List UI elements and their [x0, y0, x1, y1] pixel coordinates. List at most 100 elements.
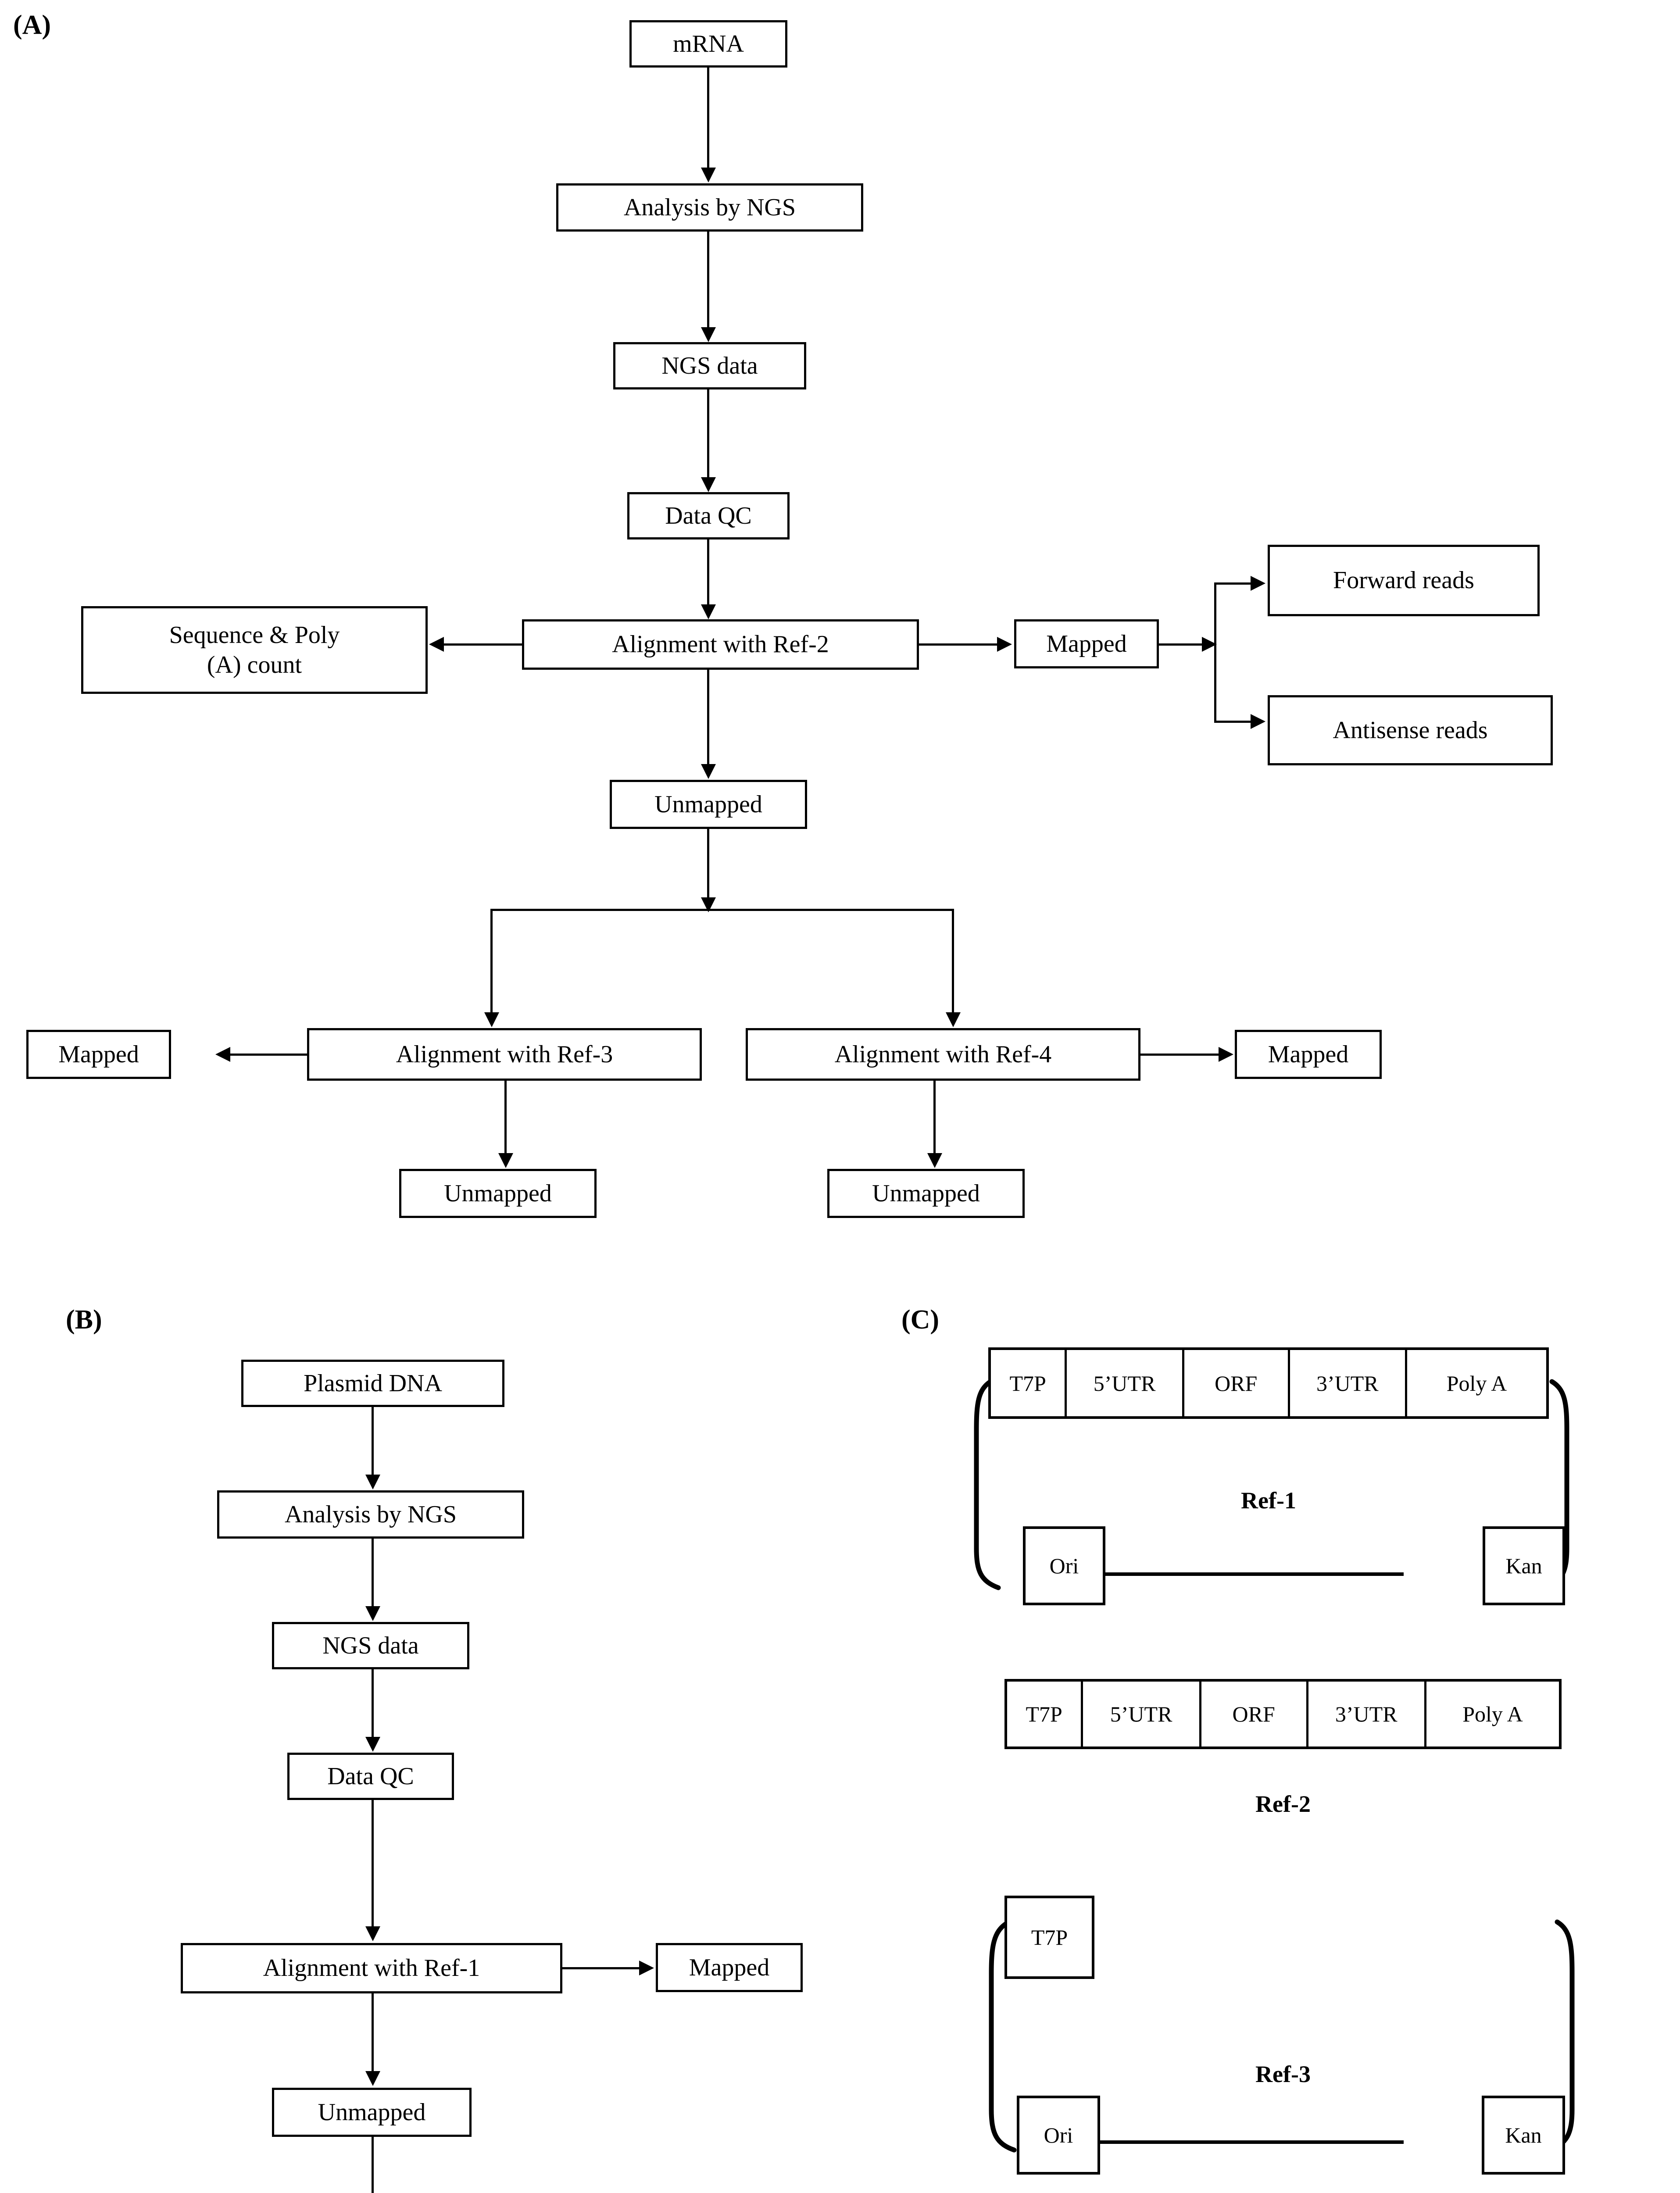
node-unmapped-ref3-label: Unmapped: [444, 1179, 552, 1207]
node-analysis-by-ngs-b-label: Analysis by NGS: [284, 1500, 457, 1528]
ref1-box-kan-label: Kan: [1505, 1554, 1542, 1578]
ref3-box-t7p-label: T7P: [1031, 1925, 1068, 1950]
arrowhead-align3-to-unmapped: [498, 1153, 513, 1168]
connector-align1-to-unmapped-b: [372, 1993, 374, 2077]
arrowhead-to-forward-reads: [1251, 576, 1265, 591]
ref1-segment-5utr-label: 5’UTR: [1093, 1371, 1156, 1396]
arrowhead-split-right: [946, 1012, 961, 1027]
arrowhead-ngs-to-data-b: [365, 1606, 380, 1621]
connector-align4-to-unmapped: [933, 1081, 936, 1159]
node-unmapped-ref2-label: Unmapped: [654, 790, 762, 818]
arrowhead-split-left: [484, 1012, 499, 1027]
ref1-segment-t7p: T7P: [991, 1350, 1067, 1416]
ref1-segment-orf-label: ORF: [1215, 1371, 1258, 1396]
connector-split-right-riser: [952, 909, 954, 1018]
arrowhead-ngs-to-data: [701, 327, 716, 342]
arrowhead-data-to-qc-b: [365, 1737, 380, 1752]
node-antisense-reads-label: Antisense reads: [1333, 716, 1488, 744]
ref1-segment-3utr: 3’UTR: [1290, 1350, 1408, 1416]
ref2-segment-3utr-label: 3’UTR: [1335, 1702, 1398, 1726]
node-analysis-by-ngs-b: Analysis by NGS: [217, 1490, 524, 1539]
ref3-box-ori-label: Ori: [1044, 2123, 1073, 2147]
ref2-segment-5utr-label: 5’UTR: [1110, 1702, 1172, 1726]
connector-data-to-qc: [707, 389, 709, 482]
node-unmapped-ref1-b-label: Unmapped: [318, 2098, 426, 2126]
connector-to-forward-reads: [1214, 582, 1253, 585]
node-unmapped-ref3: Unmapped: [399, 1169, 597, 1218]
node-plasmid-dna: Plasmid DNA: [241, 1360, 504, 1407]
node-ngs-data-b: NGS data: [272, 1622, 469, 1669]
node-analysis-by-ngs: Analysis by NGS: [556, 183, 863, 232]
node-alignment-ref4-label: Alignment with Ref-4: [834, 1040, 1052, 1068]
connector-mapped-split-stem: [1159, 643, 1216, 646]
node-mapped-ref3: Mapped: [26, 1030, 171, 1079]
node-mapped-ref3-label: Mapped: [58, 1040, 139, 1068]
ref2-segment-t7p: T7P: [1007, 1682, 1083, 1747]
ref1-box-ori-label: Ori: [1049, 1554, 1079, 1578]
node-mrna: mRNA: [629, 20, 787, 68]
connector-unmapped-to-align4-b: [372, 2137, 374, 2193]
ref3-box-kan-label: Kan: [1505, 2123, 1542, 2147]
node-mapped-ref1-b-label: Mapped: [689, 1954, 770, 1981]
node-alignment-ref1-b: Alignment with Ref-1: [181, 1943, 562, 1993]
ref2-segment-orf-label: ORF: [1232, 1702, 1275, 1726]
node-unmapped-ref4: Unmapped: [827, 1169, 1025, 1218]
ref1-backbone-line: [1053, 1572, 1404, 1576]
node-alignment-ref4: Alignment with Ref-4: [746, 1028, 1140, 1081]
arrowhead-align4-to-mapped: [1219, 1047, 1233, 1062]
node-mapped-ref4: Mapped: [1235, 1030, 1382, 1079]
arrowhead-data-to-qc: [701, 477, 716, 492]
ref4-tangled-dna-icon: [1140, 2173, 1491, 2193]
ref1-segment-polya-label: Poly A: [1446, 1371, 1507, 1396]
node-sequence-poly-a-count-line1: Sequence & Poly: [169, 621, 340, 649]
connector-data-to-qc-b: [372, 1669, 374, 1743]
node-unmapped-ref1-b: Unmapped: [272, 2088, 472, 2137]
connector-ngs-to-data: [707, 232, 709, 332]
connector-align2-to-unmapped: [707, 670, 709, 770]
connector-unmapped-split-bar: [490, 909, 954, 911]
panel-b-letter: (B): [66, 1305, 102, 1335]
ref2-segment-polya-label: Poly A: [1462, 1702, 1523, 1726]
ref2-segment-orf: ORF: [1201, 1682, 1308, 1747]
arrowhead-to-antisense-reads: [1251, 714, 1265, 729]
ref3-box-kan: Kan: [1482, 2096, 1565, 2175]
node-alignment-ref2-label: Alignment with Ref-2: [612, 631, 829, 658]
ref3-name-label: Ref-3: [1255, 2061, 1311, 2087]
node-forward-reads-label: Forward reads: [1333, 567, 1474, 594]
arrowhead-align2-to-mapped: [997, 637, 1012, 652]
node-alignment-ref1-b-label: Alignment with Ref-1: [263, 1954, 480, 1982]
node-alignment-ref3-label: Alignment with Ref-3: [396, 1040, 613, 1068]
node-mapped-ref1-b: Mapped: [656, 1943, 803, 1992]
arrowhead-mrna-to-ngs: [701, 168, 716, 182]
node-alignment-ref2: Alignment with Ref-2: [522, 619, 919, 670]
node-unmapped-ref2: Unmapped: [610, 780, 807, 829]
connector-mapped-split-riser: [1214, 582, 1216, 723]
node-mapped-ref2: Mapped: [1014, 619, 1159, 668]
ref1-name-label: Ref-1: [1241, 1487, 1296, 1514]
connector-qc-to-align2: [707, 539, 709, 610]
connector-mrna-to-ngs: [707, 68, 709, 173]
node-alignment-ref3: Alignment with Ref-3: [307, 1028, 702, 1081]
connector-align2-to-mapped: [919, 643, 997, 646]
node-sequence-poly-a-count-text: Sequence & Poly (A) count: [169, 620, 340, 680]
ref1-segment-3utr-label: 3’UTR: [1316, 1371, 1379, 1396]
ref1-segment-orf: ORF: [1184, 1350, 1290, 1416]
connector-align2-to-seqpoly: [444, 643, 523, 646]
node-plasmid-dna-label: Plasmid DNA: [304, 1369, 442, 1397]
ref2-name-label: Ref-2: [1255, 1791, 1311, 1817]
connector-align3-to-unmapped: [504, 1081, 507, 1159]
ref2-segment-t7p-label: T7P: [1026, 1702, 1062, 1726]
arrowhead-align2-to-unmapped: [701, 764, 716, 779]
node-sequence-poly-a-count-line2: (A) count: [207, 651, 302, 679]
ref2-segment-row: T7P 5’UTR ORF 3’UTR Poly A: [1004, 1679, 1562, 1749]
ref1-segment-polya: Poly A: [1407, 1350, 1546, 1416]
ref1-box-kan: Kan: [1483, 1526, 1565, 1605]
node-mapped-ref4-label: Mapped: [1268, 1040, 1349, 1068]
node-analysis-by-ngs-label: Analysis by NGS: [623, 193, 796, 221]
connector-align3-to-mapped: [230, 1054, 307, 1056]
connector-to-antisense-reads: [1214, 721, 1253, 723]
ref1-segment-t7p-label: T7P: [1009, 1371, 1046, 1396]
arrowhead-align1-to-unmapped-b: [365, 2071, 380, 2086]
ref2-segment-3utr: 3’UTR: [1308, 1682, 1426, 1747]
